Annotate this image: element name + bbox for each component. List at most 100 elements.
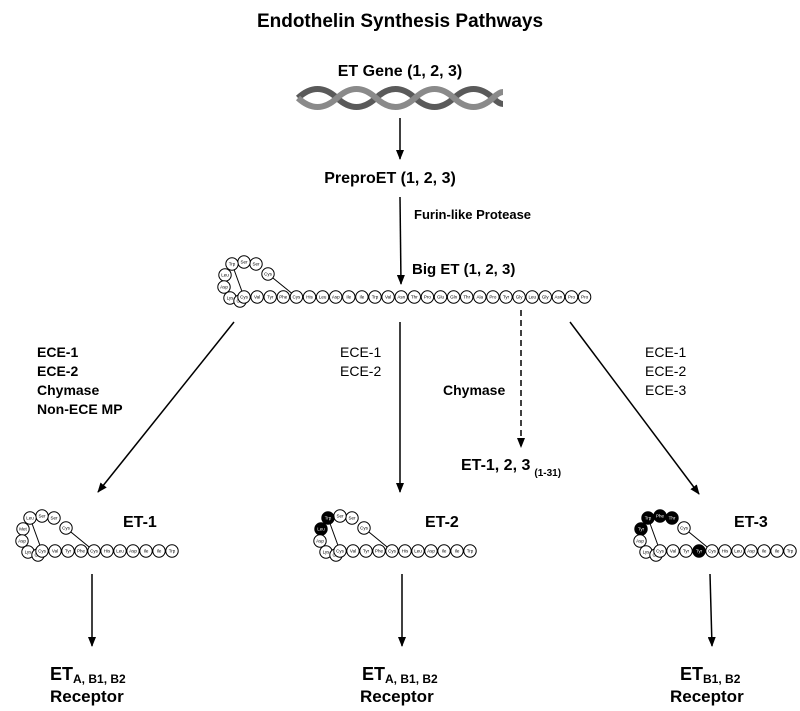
amino-acid-bead: Ile [450,544,464,558]
amino-acid-bead: Ser [249,257,263,271]
amino-acid-bead: Ile [355,290,369,304]
amino-acid-bead: Tyr [61,544,75,558]
receptor-subscript: B1, B2 [703,672,741,686]
receptor-main: ET [50,664,73,684]
amino-acid-bead: Asp [217,280,231,294]
amino-acid-bead: Asp [313,534,327,548]
amino-acid-bead: Tyr [263,290,277,304]
amino-acid-bead: Cys [87,544,101,558]
et-1-31-label: ET-1, 2, 3 (1-31) [461,457,561,479]
amino-acid-bead: Ile [770,544,784,558]
amino-acid-bead: Val [381,290,395,304]
amino-acid-bead: Ser [237,255,251,269]
amino-acid-label: Phe [77,549,86,554]
amino-acid-bead: Ala [473,290,487,304]
amino-acid-bead: Ile [757,544,771,558]
arrow-to-et1 [97,321,235,493]
amino-acid-bead: Leu [314,522,328,536]
amino-acid-label: Trp [467,549,474,554]
amino-acid-bead: Cys [677,521,691,535]
amino-acid-label: Cys [90,549,98,554]
amino-acid-label: Trp [645,516,652,521]
amino-acid-label: Tyr [696,549,703,554]
amino-acid-label: Ser [252,262,260,267]
amino-acid-label: Phe [656,514,665,519]
amino-acid-label: Cys [680,526,688,531]
amino-acid-bead: Phe [372,544,386,558]
amino-acid-label: Pro [489,295,497,300]
arrow-to-et3 [569,321,700,495]
amino-acid-label: Leu [319,295,327,300]
amino-acid-label: Cys [388,549,396,554]
amino-acid-label: Phe [375,549,384,554]
enzyme-label: ECE-3 [645,382,686,398]
amino-acid-bead: Gln [446,290,461,304]
amino-acid-label: Val [52,549,58,554]
amino-acid-label: Lys [25,550,33,555]
amino-acid-bead: Pro [577,290,592,304]
diagram-title: Endothelin Synthesis Pathways [257,11,543,32]
enzyme-label: ECE-1 [340,344,381,360]
amino-acid-bead: Tyr [692,544,706,558]
amino-acid-bead: Asn [394,290,408,304]
amino-acid-label: Gly [542,295,550,300]
amino-acid-label: Met [19,527,27,532]
amino-acid-label: Leu [528,295,536,300]
receptor-word: Receptor [670,687,744,706]
amino-acid-bead: Tyr [499,290,513,304]
amino-acid-label: Ile [144,549,149,554]
amino-acid-label: Ile [455,549,460,554]
et2-enzyme-list: ECE-1 ECE-2 [340,344,381,379]
amino-acid-bead: Pro [564,290,579,304]
amino-acid-label: Trp [787,549,794,554]
amino-acid-bead: Asp [633,534,647,548]
amino-acid-label: Ser [240,260,248,265]
amino-acid-bead: Tyr [359,544,373,558]
amino-acid-bead: Cys [35,544,49,558]
enzyme-label: Chymase [37,382,99,398]
amino-acid-bead: Trp [165,544,179,558]
amino-acid-bead: Trp [463,544,477,558]
amino-acid-bead: Trp [641,511,655,525]
amino-acid-label: Pro [424,295,432,300]
receptor-main: ET [680,664,703,684]
amino-acid-label: Gly [516,295,524,300]
amino-acid-bead: Leu [218,268,232,282]
amino-acid-label: Trp [325,516,332,521]
amino-acid-label: Ser [348,516,356,521]
amino-acid-label: Asp [427,549,435,554]
amino-acid-bead: Thr [460,290,474,304]
amino-acid-bead: Cys [385,544,399,558]
amino-acid-bead: Leu [731,544,745,558]
amino-acid-label: Ile [346,295,351,300]
amino-acid-label: Pro [581,295,589,300]
receptor-name: ETB1, B2 [680,664,741,686]
amino-acid-label: Cys [264,272,272,277]
et1-peptide: CysSerSerLeuMetAspLysGluCysValTyrPheCysH… [15,509,179,562]
amino-acid-bead: Phe [74,544,88,558]
amino-acid-bead: Cys [705,544,719,558]
amino-acid-label: Asp [129,549,137,554]
amino-acid-bead: Gly [512,290,526,304]
amino-acid-label: Asp [636,539,644,544]
amino-acid-label: Lys [323,550,331,555]
amino-acid-label: Cys [38,549,46,554]
et2-peptide: CysSerSerTrpLeuAspLysGluCysValTyrPheCysH… [313,509,477,562]
amino-acid-label: Cys [62,526,70,531]
receptor-main: ET [362,664,385,684]
et1-receptor: ETA, B1, B2 Receptor [50,664,126,706]
amino-acid-label: Asp [18,539,26,544]
et-1-31-sub: (1-31) [534,468,561,479]
amino-acid-label: Glu [437,295,445,300]
et2-label: ET-2 [425,514,459,531]
receptor-subscript: A, B1, B2 [385,672,438,686]
amino-acid-label: Tyr [683,549,690,554]
amino-acid-label: Trp [169,549,176,554]
amino-acid-label: Pro [568,295,576,300]
amino-acid-label: Ser [38,514,46,519]
et-1-31-main: ET-1, 2, 3 [461,457,530,474]
amino-acid-label: Asn [397,295,405,300]
receptor-word: Receptor [50,687,124,706]
amino-acid-label: Asp [332,295,340,300]
